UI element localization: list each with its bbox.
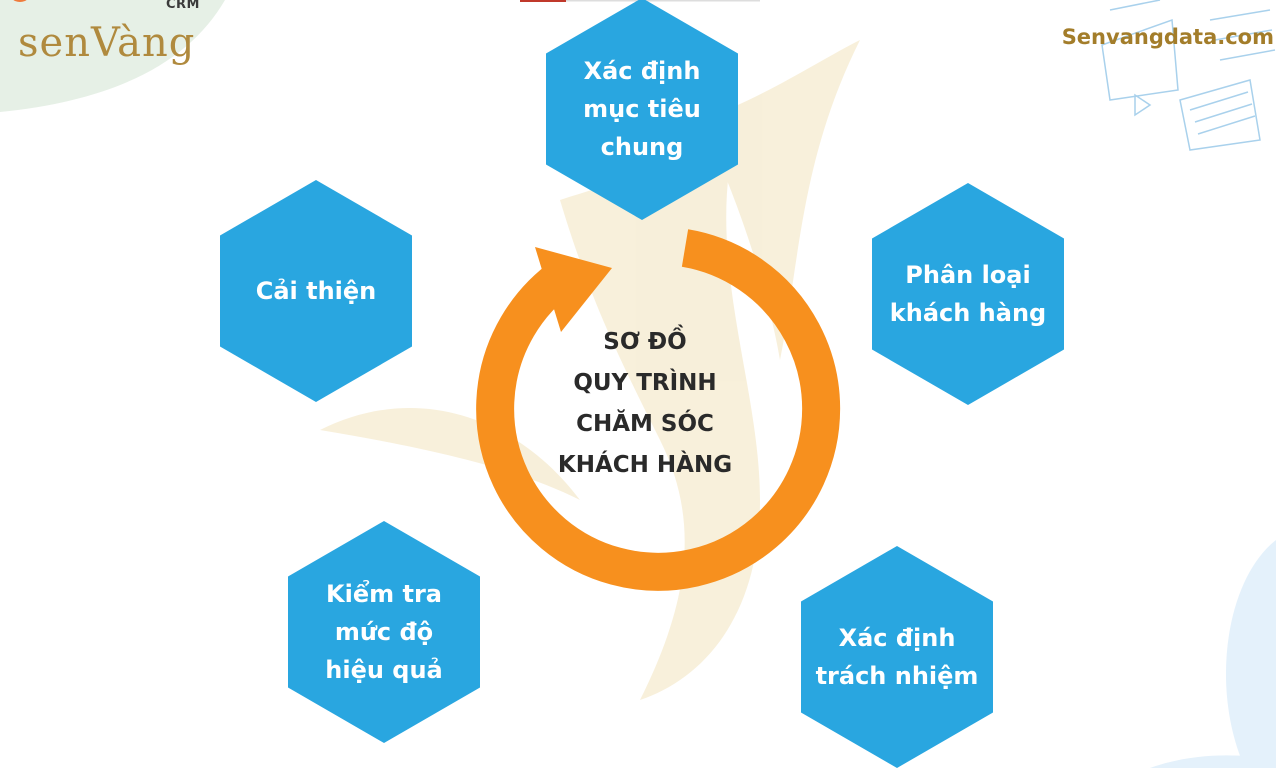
senvang-logo[interactable]: CRM senVàng	[13, 0, 214, 80]
step-label: Xác định	[838, 624, 956, 652]
step-label: chung	[600, 133, 684, 161]
center-line: CHĂM SÓC	[576, 411, 714, 437]
step-label: Xác định	[583, 57, 701, 85]
step-label: hiệu quả	[325, 656, 443, 684]
step-hexagon: Xác định trách nhiệm	[801, 546, 993, 768]
step-label: trách nhiệm	[815, 662, 979, 690]
center-line: QUY TRÌNH	[573, 370, 717, 396]
step-label: Cải thiện	[255, 277, 377, 305]
step-label: mức độ	[334, 618, 434, 646]
step-hexagon: Cải thiện	[220, 180, 412, 402]
step-label: mục tiêu	[583, 95, 701, 123]
step-label: khách hàng	[889, 299, 1047, 327]
logo-wordmark: senVàng	[18, 20, 196, 66]
site-url[interactable]: Senvangdata.com	[1061, 25, 1274, 49]
step-hexagon: Phân loại khách hàng	[872, 183, 1064, 405]
step-label: Phân loại	[905, 261, 1031, 289]
center-line: KHÁCH HÀNG	[557, 452, 733, 478]
center-line: SƠ ĐỒ	[603, 329, 687, 355]
step-label: Kiểm tra	[326, 580, 442, 608]
step-hexagon: Kiểm tra mức độ hiệu quả	[288, 521, 480, 743]
lotus-mark-icon	[13, 0, 27, 2]
arrow-head-icon	[535, 247, 612, 332]
diagram-center-title: SƠ ĐỒ QUY TRÌNH CHĂM SÓC KHÁCH HÀNG	[520, 322, 770, 486]
logo-crm-label: CRM	[166, 0, 200, 12]
